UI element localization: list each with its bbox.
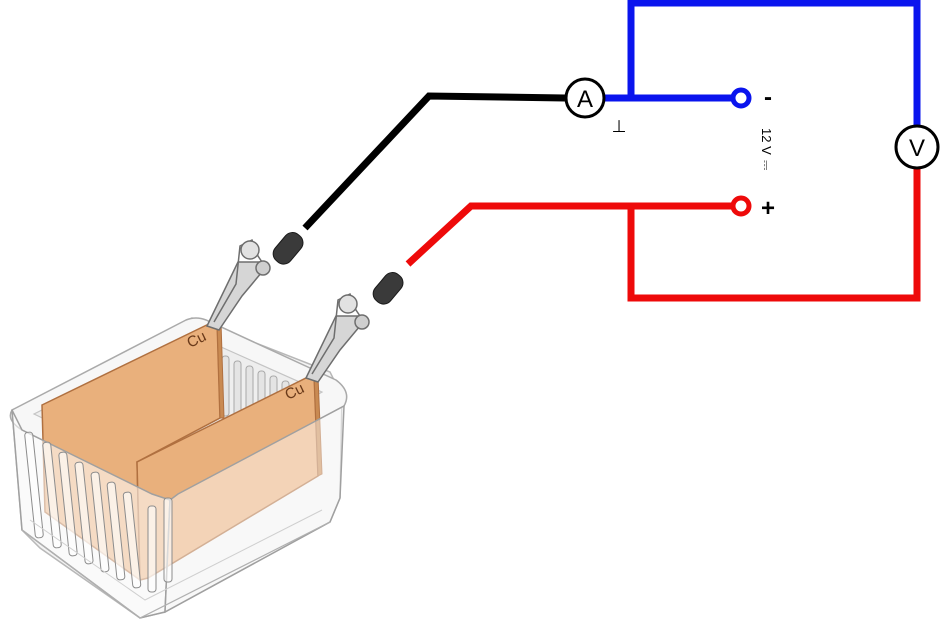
positive-terminal[interactable] <box>730 195 752 217</box>
ammeter: A ⊥ <box>564 77 627 136</box>
voltmeter: V <box>894 124 940 170</box>
positive-sign: + <box>761 195 775 222</box>
black-wire-to-electrode <box>302 92 566 231</box>
power-supply: - + 12 V ⎓ <box>730 84 775 222</box>
left-electrode-label: Cu <box>184 328 209 352</box>
red-wire-to-electrode <box>405 202 733 267</box>
negative-sign: - <box>764 84 772 111</box>
right-clip-insulator <box>372 272 404 305</box>
wires <box>302 0 921 302</box>
voltmeter-circle <box>894 124 940 170</box>
red-wire-to-voltmeter <box>627 166 921 302</box>
supply-voltage: 12 V <box>759 128 774 155</box>
dc-symbol-icon: ⎓ <box>759 160 774 170</box>
left-alligator-clip <box>205 232 304 331</box>
blue-wire-to-voltmeter <box>627 0 921 127</box>
ammeter-symbol: A <box>577 86 593 113</box>
tank-front <box>11 404 345 619</box>
ammeter-circle <box>564 77 606 119</box>
negative-terminal[interactable] <box>730 87 752 109</box>
right-electrode-label: Cu <box>282 380 307 404</box>
voltmeter-symbol: V <box>909 135 925 162</box>
tank-front-slots <box>24 431 173 593</box>
left-clip-insulator <box>272 232 304 265</box>
ammeter-terminal-mark: ⊥ <box>612 117 627 136</box>
right-alligator-clip <box>304 272 404 383</box>
